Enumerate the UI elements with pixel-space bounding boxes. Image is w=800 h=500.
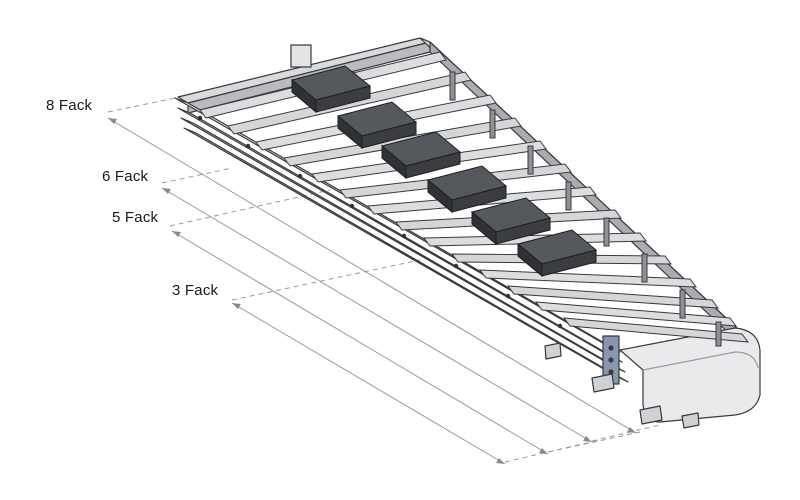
- extension-line-3: [231, 259, 421, 301]
- arrow-head-3-end: [496, 458, 505, 464]
- front-end-cap: [619, 327, 761, 423]
- foot-2: [639, 405, 663, 425]
- post-6: [641, 253, 648, 283]
- post-4: [565, 181, 572, 211]
- arrow-head-5-end: [539, 448, 548, 454]
- foot-3: [681, 412, 700, 429]
- bracket-bolt-2: [608, 357, 614, 363]
- extension-line-5: [169, 189, 331, 227]
- dimension-label-6-fack: 6 Fack: [102, 168, 149, 185]
- bracket-bolt-3: [608, 369, 614, 375]
- foot-4: [544, 342, 562, 360]
- clamp-block-4: [426, 165, 508, 214]
- clamp-block-5: [470, 197, 552, 246]
- back-post: [290, 44, 312, 68]
- dimension-arrows: [108, 118, 636, 464]
- bracket-bolt-1: [608, 345, 614, 351]
- arrow-head-8-start: [108, 118, 117, 124]
- clamp-block-3: [380, 131, 462, 180]
- front-rail-tube-3: [180, 117, 626, 373]
- post-3: [527, 145, 534, 175]
- rung-13: [534, 301, 738, 327]
- front-rail-tube-2: [177, 107, 623, 363]
- extension-line-6: [161, 167, 233, 184]
- clamp-block-1: [290, 65, 372, 114]
- post-8: [715, 321, 722, 347]
- dimension-label-5-fack: 5 Fack: [112, 209, 159, 226]
- dimension-line-6: [161, 187, 593, 443]
- dimension-label-8-fack: 8 Fack: [46, 97, 93, 114]
- dimension-line-5: [171, 230, 549, 455]
- post-7: [679, 289, 686, 319]
- front-rail-bolts: [197, 115, 563, 329]
- extension-line-8: [107, 96, 181, 113]
- end-cap-edge: [642, 351, 759, 371]
- arrow-head-8-end: [627, 427, 636, 433]
- arrow-head-6-end: [583, 436, 592, 442]
- foot-1: [591, 373, 615, 393]
- clamp-blocks: [290, 65, 598, 278]
- dimension-line-8: [107, 117, 637, 434]
- rung-12: [506, 285, 720, 309]
- arrow-head-5-start: [172, 231, 181, 237]
- rung-14: [562, 317, 750, 343]
- arrow-head-3-start: [232, 303, 241, 309]
- arrow-head-6-start: [162, 188, 171, 194]
- right-posts: [449, 71, 722, 347]
- post-1: [449, 71, 456, 101]
- post-2: [489, 109, 496, 139]
- end-extension-6: [591, 424, 661, 442]
- rung-11: [478, 269, 698, 288]
- clamp-block-2: [336, 101, 418, 150]
- post-5: [603, 217, 610, 247]
- dimension-label-3-fack: 3 Fack: [172, 282, 219, 299]
- dimension-lines: [107, 96, 661, 465]
- front-rail-tube-4: [183, 127, 629, 383]
- dimension-line-3: [231, 302, 506, 465]
- clamp-block-6: [516, 229, 598, 278]
- end-extension-5: [547, 431, 641, 453]
